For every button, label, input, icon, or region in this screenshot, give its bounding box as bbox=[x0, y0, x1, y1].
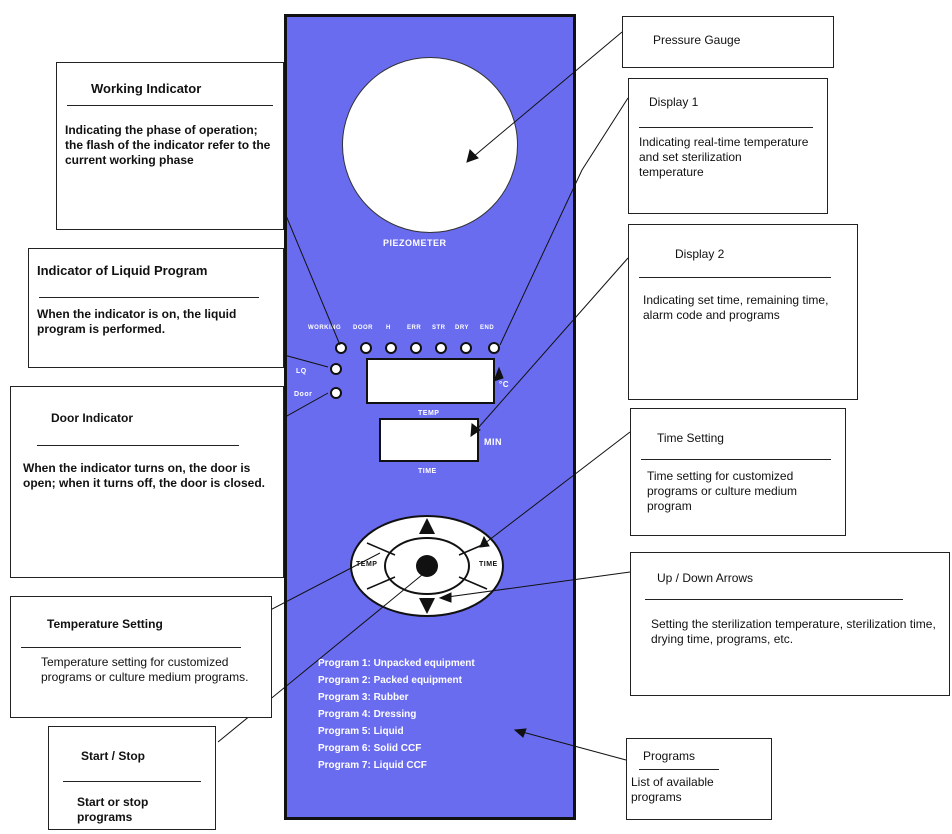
callout-liquid-indicator: Indicator of Liquid Program When the ind… bbox=[28, 248, 284, 368]
callout-title: Working Indicator bbox=[91, 81, 202, 96]
callout-title: Door Indicator bbox=[51, 411, 134, 425]
callout-start-stop: Start / Stop Start or stop programs bbox=[48, 726, 216, 830]
callout-pressure-gauge: Pressure Gauge bbox=[622, 16, 834, 68]
callout-display-1: Display 1 Indicating real-time temperatu… bbox=[628, 78, 828, 214]
program-line: Program 7: Liquid CCF bbox=[318, 760, 427, 771]
display-2-caption: TIME bbox=[418, 468, 437, 475]
callout-desc: When the indicator is on, the liquid pro… bbox=[37, 307, 237, 336]
program-line: Program 2: Packed equipment bbox=[318, 675, 462, 686]
start-stop-button[interactable] bbox=[416, 555, 438, 577]
callout-desc: Indicating the phase of operation; the f… bbox=[65, 123, 271, 167]
led-5 bbox=[435, 342, 447, 354]
program-line: Program 4: Dressing bbox=[318, 709, 417, 720]
callout-time-setting: Time Setting Time setting for customized… bbox=[630, 408, 846, 536]
callout-title: Programs bbox=[643, 749, 696, 763]
display-2-unit: MIN bbox=[484, 437, 502, 447]
up-arrow-icon[interactable] bbox=[419, 518, 435, 534]
program-line: Program 5: Liquid bbox=[318, 726, 404, 737]
led-door bbox=[330, 387, 342, 399]
led-2 bbox=[360, 342, 372, 354]
callout-desc: Time setting for customized programs or … bbox=[647, 469, 798, 513]
led-liquid bbox=[330, 363, 342, 375]
callout-temperature-setting: Temperature Setting Temperature setting … bbox=[10, 596, 272, 718]
callout-desc: Start or stop programs bbox=[77, 795, 149, 824]
led-label-h: H bbox=[386, 325, 391, 331]
leaders bbox=[217, 31, 631, 761]
led-3 bbox=[385, 342, 397, 354]
callout-title: Display 2 bbox=[675, 247, 725, 261]
display-1-caption: TEMP bbox=[418, 410, 440, 417]
led-label-working: WORKING bbox=[308, 325, 342, 331]
callout-door-indicator: Door Indicator When the indicator turns … bbox=[10, 386, 284, 578]
callout-desc: Temperature setting for customized progr… bbox=[41, 655, 249, 684]
led-label-str: STR bbox=[432, 325, 446, 331]
callout-working-indicator: Working Indicator Indicating the phase o… bbox=[56, 62, 284, 230]
led-4 bbox=[410, 342, 422, 354]
pressure-gauge bbox=[342, 57, 518, 233]
gauge-label: PIEZOMETER bbox=[383, 238, 447, 248]
led-label-lq: LQ bbox=[296, 368, 307, 375]
callout-desc: Indicating real-time temperature and set… bbox=[639, 135, 809, 179]
program-line: Program 1: Unpacked equipment bbox=[318, 658, 475, 669]
callout-title: Start / Stop bbox=[81, 749, 146, 763]
callout-up-down-arrows: Up / Down Arrows Setting the sterilizati… bbox=[630, 552, 950, 696]
down-arrow-icon[interactable] bbox=[419, 598, 435, 614]
led-7 bbox=[488, 342, 500, 354]
callout-desc: List of available programs bbox=[631, 775, 714, 804]
time-button[interactable]: TIME bbox=[479, 561, 498, 568]
callout-title: Temperature Setting bbox=[47, 617, 163, 631]
led-label-door: DOOR bbox=[353, 325, 373, 331]
led-label-dry: DRY bbox=[455, 325, 469, 331]
callout-programs: Programs List of available programs bbox=[626, 738, 772, 820]
program-line: Program 6: Solid CCF bbox=[318, 743, 422, 754]
callout-title: Time Setting bbox=[657, 431, 724, 445]
led-6 bbox=[460, 342, 472, 354]
display-1-unit: °C bbox=[499, 380, 509, 389]
display-1 bbox=[366, 358, 495, 404]
led-label-err: ERR bbox=[407, 325, 422, 331]
led-label-end: END bbox=[480, 325, 495, 331]
led-label-door-side: Door bbox=[294, 391, 313, 398]
display-2 bbox=[379, 418, 479, 462]
led-working bbox=[335, 342, 347, 354]
callout-title: Pressure Gauge bbox=[653, 33, 741, 47]
callout-title: Up / Down Arrows bbox=[657, 571, 754, 585]
program-line: Program 3: Rubber bbox=[318, 692, 409, 703]
callout-title: Indicator of Liquid Program bbox=[37, 263, 208, 278]
callout-desc: Setting the sterilization temperature, s… bbox=[651, 617, 936, 646]
callout-display-2: Display 2 Indicating set time, remaining… bbox=[628, 224, 858, 400]
temp-button[interactable]: TEMP bbox=[356, 561, 378, 568]
keypad bbox=[350, 515, 504, 617]
callout-desc: When the indicator turns on, the door is… bbox=[23, 461, 266, 490]
callout-desc: Indicating set time, remaining time, ala… bbox=[643, 293, 829, 322]
callout-title: Display 1 bbox=[649, 95, 699, 109]
